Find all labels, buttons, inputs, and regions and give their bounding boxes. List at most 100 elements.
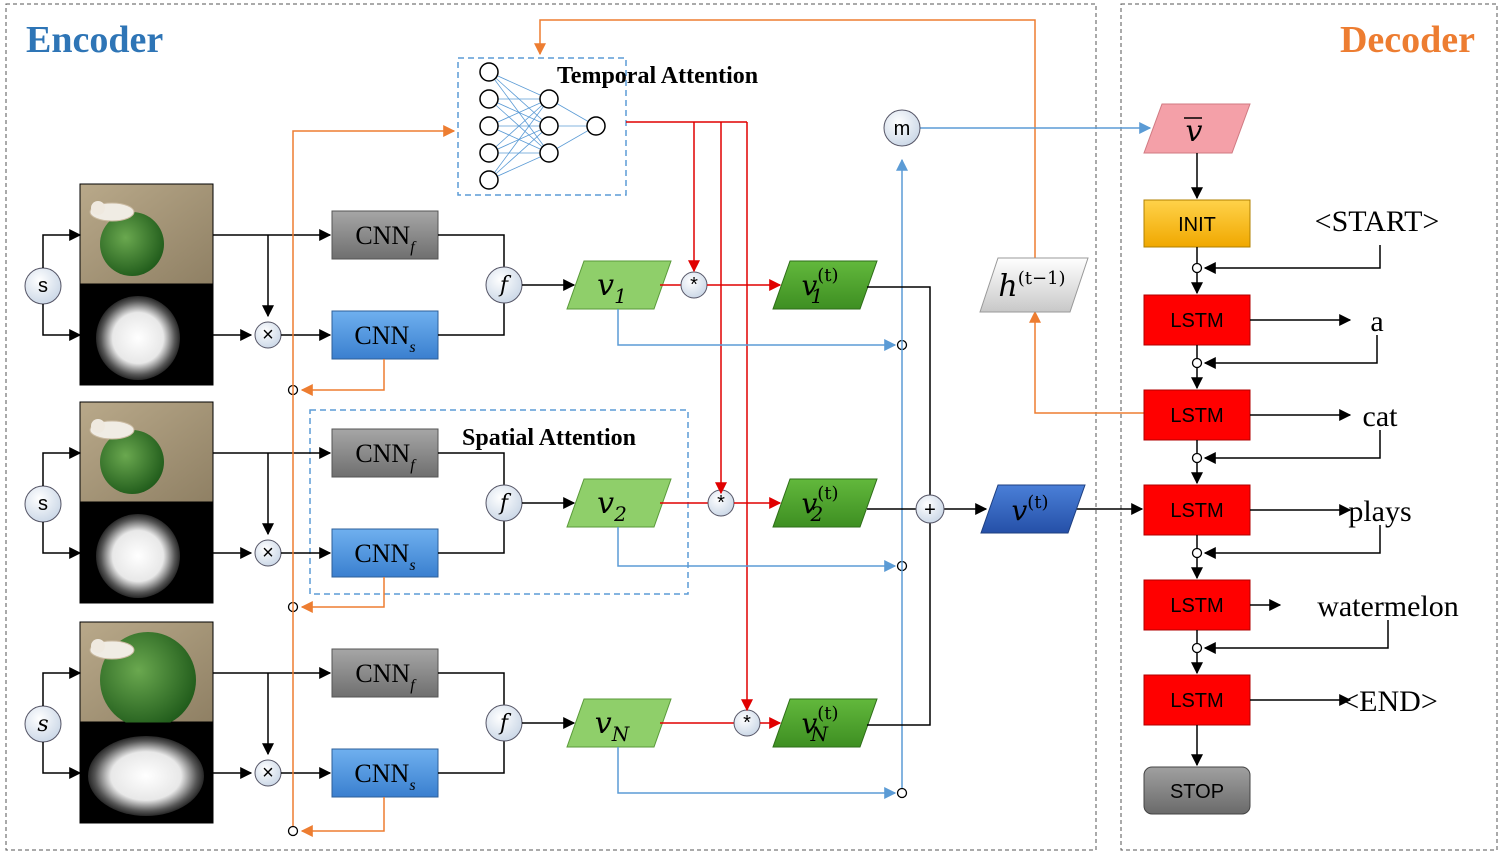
- nn-node: [479, 116, 499, 136]
- cnnf-to-fuse-line: [438, 234, 505, 267]
- split-to-saliency-arrow: [42, 742, 82, 779]
- attended-feature-base: v: [801, 707, 817, 740]
- attention-network-icon: [479, 62, 606, 190]
- multiply-node: ×: [254, 759, 282, 787]
- frame-feature-label: vN: [595, 706, 631, 746]
- cnns-to-feedback-arrow: [300, 359, 385, 396]
- cnn-frame-label: CNNf: [355, 439, 417, 474]
- combined-feature: v(t): [980, 484, 1086, 534]
- cnn-saliency-rect: [331, 310, 439, 360]
- attended-feature: v(t)2: [772, 478, 878, 528]
- mean-feature-input: v: [1143, 103, 1251, 154]
- split-to-frame-arrow: [42, 667, 82, 706]
- split-node-symbol: s: [38, 493, 48, 515]
- multiply-node: ×: [254, 321, 282, 349]
- feature-to-mean-arrow: [617, 309, 897, 351]
- cnn-saliency-base: CNN: [354, 539, 409, 568]
- junction-dot: [287, 825, 299, 837]
- cnns-to-feedback-arrow: [300, 797, 385, 837]
- saliency-map-image: [79, 722, 214, 824]
- combined-feature-sup: (t): [1027, 492, 1048, 513]
- spatial-attention-box: [309, 409, 689, 595]
- junction-dot: [1191, 357, 1203, 369]
- attended-1-to-sum-line: [867, 286, 931, 495]
- cnn-saliency-label: CNNs: [354, 539, 415, 574]
- attend-node-symbol: *: [717, 492, 725, 514]
- lstm-label: LSTM: [1170, 500, 1223, 522]
- saliency-blob: [88, 736, 204, 816]
- junction-dot: [896, 787, 908, 799]
- cnns-to-feedback-arrow: [300, 577, 385, 613]
- cnn-frame-base: CNN: [355, 221, 410, 250]
- multiply-node: ×: [254, 539, 282, 567]
- lstm-box: LSTM: [1143, 294, 1251, 346]
- frame-feature-shape: [566, 260, 672, 310]
- word-feedback-arrow: [1203, 335, 1378, 369]
- temporal-attention-box: [457, 57, 627, 196]
- nn-node: [479, 170, 499, 190]
- sum-symbol: +: [924, 499, 936, 521]
- split-to-saliency-arrow: [42, 304, 82, 341]
- lstm-label: LSTM: [1170, 310, 1223, 332]
- decoder-panel: [1120, 3, 1498, 851]
- attended-feature-sub: N: [810, 722, 830, 746]
- cnnf-to-fuse-line: [438, 672, 505, 705]
- cat-head-shape: [91, 419, 105, 433]
- lstm-box: LSTM: [1143, 389, 1251, 441]
- attended-n-to-sum-line: [867, 523, 931, 726]
- frame-feature: vN: [566, 698, 672, 748]
- fuse-node: f: [485, 484, 523, 522]
- frame-feature-shape: [566, 698, 672, 748]
- lstm-rect: [1143, 674, 1251, 726]
- blue-feature-line: [617, 747, 897, 799]
- init-label: INIT: [1178, 214, 1216, 236]
- nn-node: [539, 143, 559, 163]
- cnn-frame-sub: f: [410, 239, 417, 256]
- watermelon-shape: [100, 430, 164, 494]
- lstm-label: LSTM: [1170, 405, 1223, 427]
- word-feedback-arrow: [1203, 245, 1381, 274]
- mean-symbol: m: [894, 118, 911, 140]
- cnn-saliency-sub: s: [409, 777, 415, 794]
- cnn-saliency-label: CNNs: [354, 759, 415, 794]
- frame-feature-shape: [566, 478, 672, 528]
- lstm-rect: [1143, 294, 1251, 346]
- stop-box: STOP: [1143, 766, 1251, 815]
- nn-edge: [488, 98, 550, 154]
- split-to-frame-arrow: [42, 447, 82, 486]
- nn-edge: [488, 71, 550, 100]
- cnn-saliency-base: CNN: [354, 321, 409, 350]
- stop-rect: [1143, 766, 1251, 815]
- cnn-frame-sub: f: [410, 457, 417, 474]
- frame-feature: v2: [566, 478, 672, 528]
- split-node: s: [24, 705, 62, 743]
- feedback-to-attention-arrow: [292, 125, 456, 826]
- cnn-frame-box: CNNf: [331, 428, 439, 478]
- saliency-blob: [96, 514, 180, 598]
- attended-feature-sup: (t): [817, 265, 838, 286]
- frame-feature-base: v: [597, 486, 614, 521]
- frame-feature-base: v: [595, 706, 612, 741]
- fuse-node: f: [485, 266, 523, 304]
- attend-node: *: [733, 709, 761, 737]
- split-node-symbol: s: [37, 712, 48, 737]
- init-box: INIT: [1143, 199, 1251, 248]
- mean-pooling-lines: [617, 122, 1152, 799]
- stop-label: STOP: [1170, 781, 1224, 803]
- lstm-to-hidden-arrow: [1029, 310, 1144, 414]
- cnn-frame-box: CNNf: [331, 648, 439, 698]
- nn-node: [479, 143, 499, 163]
- multiply-node-symbol: ×: [262, 542, 274, 564]
- cnn-frame-base: CNN: [355, 659, 410, 688]
- cnn-saliency-box: CNNs: [331, 310, 439, 360]
- frame-feature: v1: [566, 260, 672, 310]
- hidden-to-attention-arrow: [534, 19, 1036, 258]
- feature-to-mean-arrow: [617, 747, 897, 799]
- junction-dot: [1191, 642, 1203, 654]
- attended-feature-sub: 2: [810, 502, 824, 526]
- temporal-weight-lines: [626, 121, 753, 712]
- saliency-blob: [96, 296, 180, 380]
